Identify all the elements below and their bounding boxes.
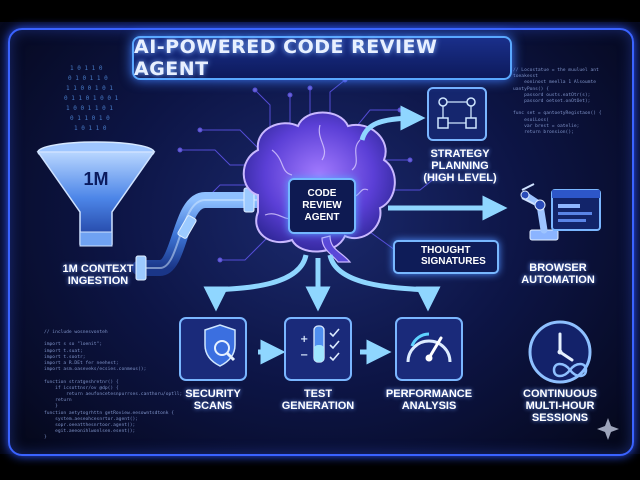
funnel-label: 1M CONTEXT INGESTION: [62, 263, 134, 287]
strategy-label: STRATEGY PLANNING (HIGH LEVEL): [423, 148, 497, 184]
step-label-performance: PERFORMANCE ANALYSIS: [385, 388, 473, 412]
svg-text:1 0 0 1 1 0 1: 1 0 0 1 1 0 1: [66, 105, 113, 112]
thought-signatures-box: THOUGHT SIGNATURES: [393, 240, 499, 274]
test-generation-icon: + −: [284, 317, 352, 381]
letterbox-bottom: [0, 454, 640, 480]
strategy-planning-icon: [427, 87, 487, 141]
letterbox-top: [0, 0, 640, 22]
pipe-icon: [132, 187, 270, 281]
svg-text:0 1 1 0 1 0: 0 1 1 0 1 0: [70, 115, 110, 122]
code-snippet-right: // Locostatue = the muuluel ant toeakess…: [513, 68, 602, 136]
code-snippet-left: // include wosnesvonteh import s so "loe…: [44, 330, 183, 441]
browser-window-icon: [551, 189, 601, 231]
branch-arrows: [203, 254, 441, 365]
thought-label: THOUGHT SIGNATURES: [421, 245, 486, 267]
svg-text:1 0 1 1 0: 1 0 1 1 0: [74, 125, 107, 132]
funnel-icon: [36, 141, 156, 247]
binary-stream: 1 0 1 1 0 0 1 0 1 1 0 1 1 0 0 1 0 1 0 1 …: [64, 65, 119, 132]
svg-text:−: −: [300, 350, 308, 361]
clock-icon: [528, 320, 592, 384]
svg-text:0 1 1 0 1 0 0 1: 0 1 1 0 1 0 0 1: [64, 95, 119, 102]
browser-label: BROWSER AUTOMATION: [521, 262, 595, 286]
svg-text:0 1 0 1 1 0: 0 1 0 1 1 0: [68, 75, 108, 82]
svg-text:1 0 1 1 0: 1 0 1 1 0: [70, 65, 103, 72]
svg-text:+: +: [300, 334, 308, 345]
step-label-security: SECURITY SCANS: [185, 388, 241, 412]
sparkle-icon: [597, 418, 619, 440]
page-title: AI-POWERED CODE REVIEW AGENT: [134, 36, 438, 80]
performance-gauge-icon: [395, 317, 463, 381]
robot-arm-icon: [520, 183, 559, 241]
center-agent-card: CODE REVIEW AGENT: [288, 178, 356, 234]
sessions-label: CONTINUOUS MULTI-HOUR SESSIONS: [523, 388, 597, 424]
security-scan-icon: [179, 317, 247, 381]
step-label-test: TEST GENERATION: [281, 388, 355, 412]
title-banner: AI-POWERED CODE REVIEW AGENT: [132, 36, 512, 80]
outer-frame: [8, 28, 634, 456]
funnel-badge: 1M: [83, 169, 108, 189]
infinity-icon: [552, 362, 588, 378]
svg-text:1 1 0 0 1 0 1: 1 1 0 0 1 0 1: [66, 85, 113, 92]
